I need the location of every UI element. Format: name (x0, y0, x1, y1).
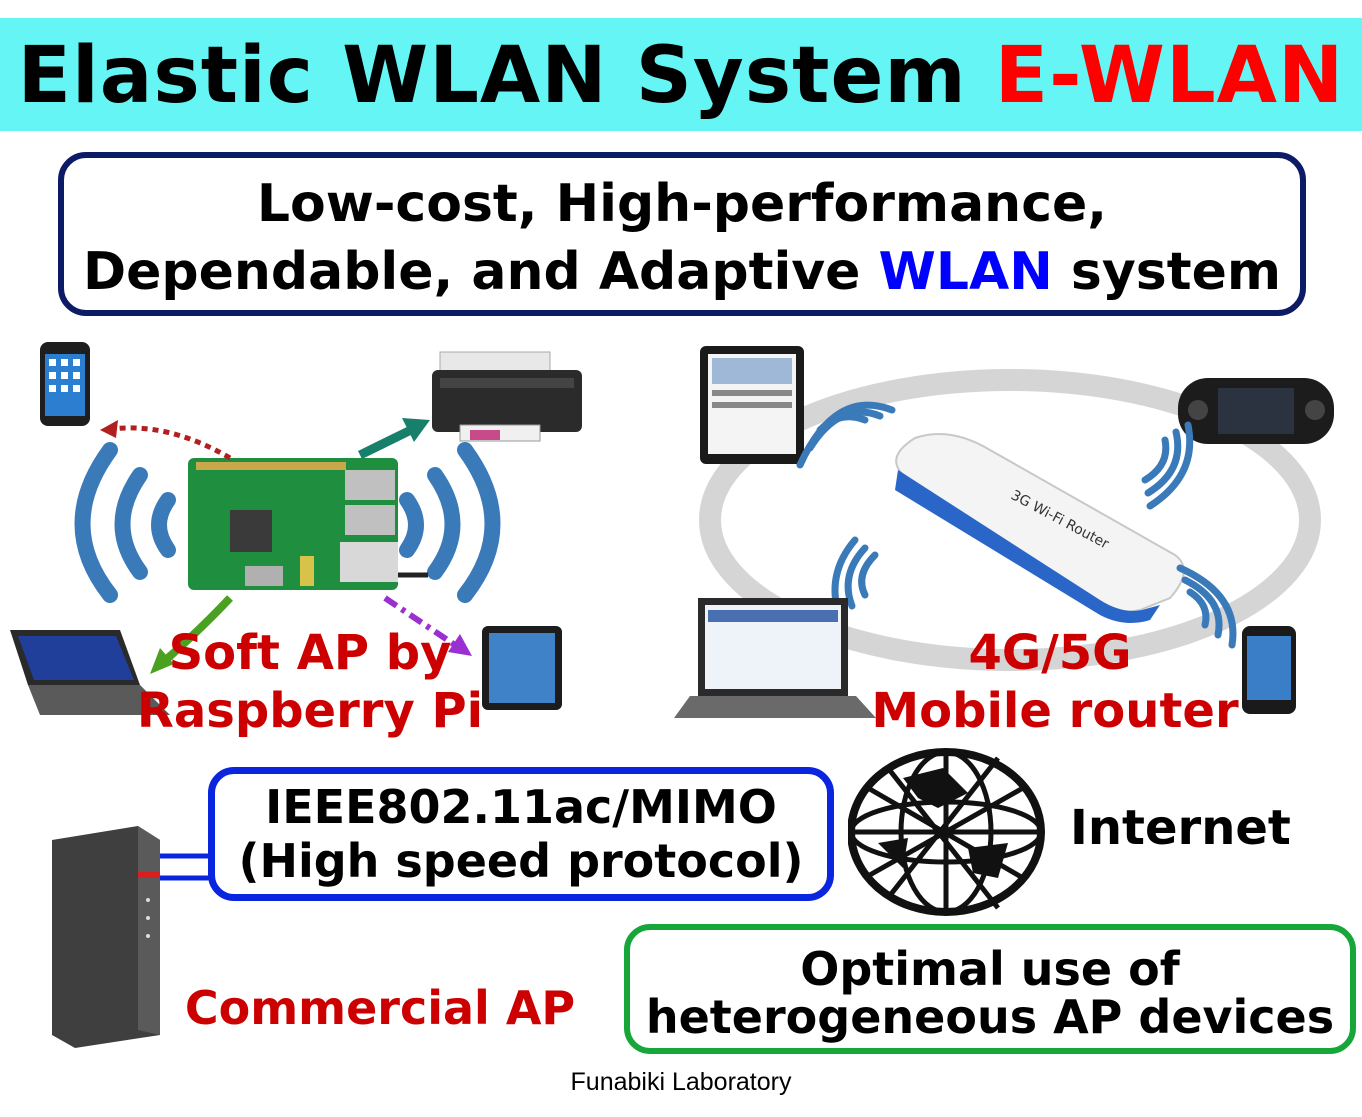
title-main: Elastic WLAN System (17, 31, 995, 121)
mobile-router-label-line-1: 4G/5G (968, 625, 1132, 681)
game-console-icon (1178, 378, 1334, 444)
subtitle-box (58, 152, 1306, 316)
title-accent: E-WLAN (994, 31, 1345, 121)
internet-label: Internet (1070, 800, 1291, 856)
connection-ring (699, 369, 1321, 671)
soft-ap-label-line-2: Raspberry Pi (136, 683, 484, 739)
printer-icon (432, 351, 582, 442)
commercial-router-icon (52, 826, 210, 1048)
smartphone-icon (1242, 626, 1296, 714)
mobile-router-label-line-2: Mobile router (871, 683, 1239, 739)
protocol-box (208, 767, 834, 901)
tablet-icon (482, 626, 562, 710)
soft-ap-illustration (10, 342, 582, 715)
wifi-waves-icon (399, 442, 501, 603)
globe-icon (848, 748, 1045, 916)
wifi-waves-icon (796, 401, 1237, 649)
optimal-use-line-2: heterogeneous AP devices (645, 990, 1335, 1044)
title-banner (0, 18, 1362, 131)
tablet-icon (700, 346, 804, 464)
optimal-use-box (624, 924, 1356, 1054)
wifi-waves-icon (74, 442, 176, 603)
laptop-icon (674, 598, 876, 718)
protocol-line-2: (High speed protocol) (238, 834, 804, 888)
subtitle-line-2-end: system (1052, 242, 1282, 302)
protocol-line-1: IEEE802.11ac/MIMO (265, 780, 777, 834)
subtitle-wlan-highlight: WLAN (878, 242, 1053, 302)
smartphone-icon (40, 342, 90, 426)
optimal-use-line-1: Optimal use of (800, 942, 1180, 996)
page-title: Elastic WLAN System E-WLAN (0, 30, 1362, 122)
subtitle-line-2: Dependable, and Adaptive WLAN system (58, 240, 1306, 304)
soft-ap-label-line-1: Soft AP by (168, 625, 452, 681)
subtitle-line-1: Low-cost, High-performance, (256, 174, 1108, 234)
subtitle-line-2-start: Dependable, and Adaptive (82, 242, 879, 302)
raspberry-pi-board (188, 458, 398, 590)
footer-credit: Funabiki Laboratory (570, 1068, 792, 1096)
commercial-ap-label: Commercial AP (184, 981, 576, 1035)
mobile-router-illustration: 3G Wi-Fi Router (674, 346, 1334, 718)
laptop-icon (10, 630, 170, 715)
wifi-router-icon: 3G Wi-Fi Router (895, 433, 1185, 624)
